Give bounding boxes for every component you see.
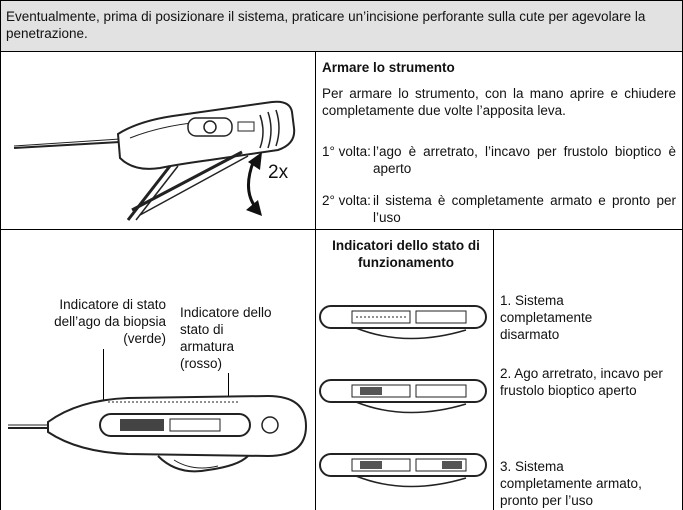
needle-indicator-leader (103, 349, 104, 413)
step-2-text: il sistema è completamente armato e pron… (373, 193, 676, 225)
step-1-marker: 1° volta: (322, 144, 371, 159)
row-divider-2 (0, 229, 683, 230)
indicators-column-title: Indicatori dello stato di funzionamento (332, 238, 480, 270)
twice-label: 2x (268, 162, 289, 183)
arming-title: Armare lo strumento (322, 60, 455, 75)
row-divider-1 (0, 51, 683, 52)
state-2-text: 2. Ago arretrato, incavo per frustolo bi… (500, 366, 663, 398)
indicator-state-3-image (316, 446, 492, 498)
table-border-left (0, 0, 1, 510)
table-border-top (0, 0, 683, 1)
step-2-marker: 2° volta: (322, 193, 371, 208)
intro-row-background (0, 0, 683, 51)
arming-step-1: 1° volta: l’ago è arretrato, l’incavo pe… (322, 143, 676, 177)
arming-indicator-leader (228, 373, 229, 417)
step-1-text: l’ago è arretrato, l’incavo per frustolo… (373, 144, 676, 176)
arming-indicator-label: Indicatore dello stato di armatura (ross… (180, 305, 272, 371)
arming-step-2: 2° volta: il sistema è completamente arm… (322, 192, 676, 226)
column-divider (315, 51, 316, 510)
state-3-text: 3. Sistema completamente armato, pronto … (500, 459, 642, 508)
arming-illustration (10, 60, 310, 225)
intro-text: Eventualmente, prima di posizionare il s… (6, 9, 646, 41)
arming-paragraph: Per armare lo strumento, con la mano apr… (322, 86, 676, 118)
indicator-state-1-image (316, 298, 492, 350)
device-top-view (8, 380, 310, 490)
state-1-text: 1. Sistema completamente disarmato (500, 293, 593, 342)
indicator-state-2-image (316, 372, 492, 424)
needle-indicator-label: Indicatore di stato dell’ago da biopsia … (54, 297, 166, 346)
biopsy-device-top-drawing (8, 394, 308, 473)
indicator-column-divider (493, 229, 494, 510)
biopsy-device-arming-drawing (13, 100, 296, 221)
